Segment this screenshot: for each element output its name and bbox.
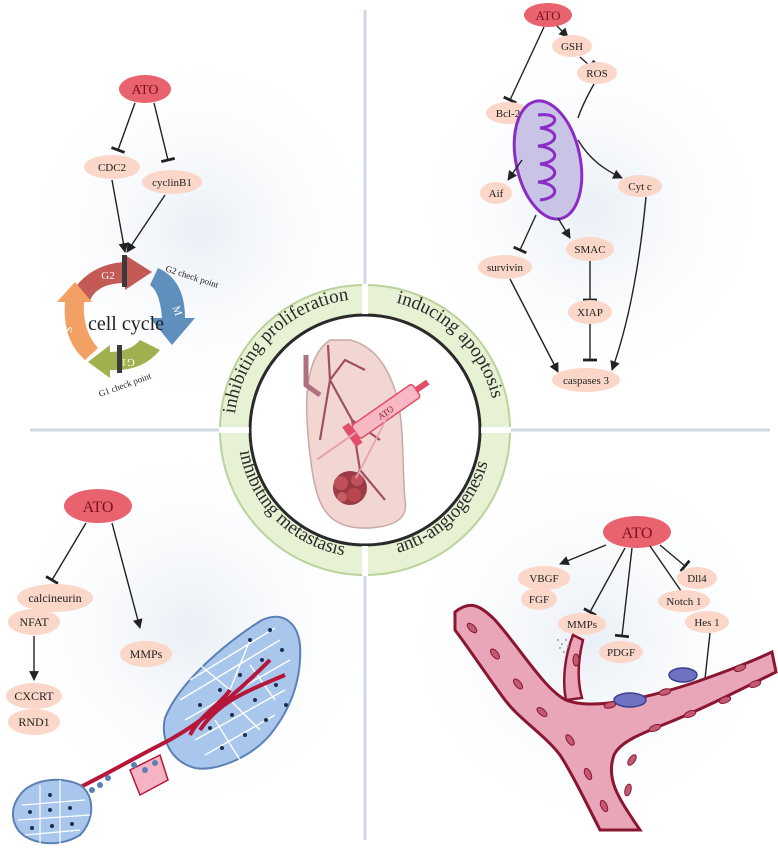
cell-cycle-label: cell cycle: [88, 313, 164, 335]
cxcrt-label: CXCRT: [14, 689, 54, 703]
survivin-node: [478, 255, 532, 279]
rnd1-node: [8, 709, 60, 735]
metastasis-panel: ATO calcineurin NFAT MMPs CXCRT RND1: [6, 489, 302, 845]
syringe: ATO: [316, 379, 430, 461]
survivin-label: survivin: [487, 262, 524, 274]
hes1-label: Hes 1: [694, 617, 719, 629]
dll4-label: Dll4: [687, 573, 707, 585]
vegf-node: [518, 566, 570, 590]
proliferation-panel: ATO CDC2 cyclinB1 G2 M G1 S cell cycle G…: [57, 75, 220, 399]
ato-node-metastasis: [64, 489, 132, 523]
hes1-node: [685, 611, 729, 633]
ros-node: [577, 62, 617, 84]
fgf-label: FGF: [529, 594, 549, 606]
nfat-label: NFAT: [19, 615, 49, 629]
xiap-node: [568, 300, 612, 324]
tumor-tissue-illustration: [12, 615, 302, 845]
caspases-node: [552, 368, 620, 392]
rnd1-label: RND1: [18, 715, 49, 729]
cxcrt-node: [6, 683, 62, 709]
cdc2-node: [84, 155, 140, 179]
xiap-label: XIAP: [577, 307, 603, 319]
cytc-label: Cyt c: [628, 181, 652, 193]
notch1-label: Notch 1: [666, 596, 701, 608]
ato-label-angiogenesis: ATO: [622, 525, 653, 542]
fgf-node: [521, 588, 557, 610]
smac-node: [566, 237, 614, 261]
aif-node: [480, 182, 512, 204]
smac-label: SMAC: [574, 244, 605, 256]
pdgf-node: [599, 641, 643, 663]
mmps-label-angiogenesis: MMPs: [567, 619, 597, 631]
vegf-label: VBGF: [529, 573, 558, 585]
ato-label-apoptosis: ATO: [535, 8, 560, 23]
mmps-node-angiogenesis: [558, 613, 606, 635]
notch1-node: [658, 590, 710, 612]
caspases-label: caspases 3: [563, 375, 610, 387]
cytc-node: [618, 175, 662, 197]
lung-illustration: ATO: [303, 339, 430, 529]
phase-g2: G2: [101, 270, 114, 282]
ros-label: ROS: [586, 68, 607, 80]
gsh-node: [552, 35, 592, 57]
pdgf-label: PDGF: [607, 647, 635, 659]
mmps-label-metastasis: MMPs: [130, 647, 163, 661]
ato-node-angiogenesis: [603, 516, 671, 548]
blood-vessel-illustration: [453, 603, 778, 832]
apoptosis-panel: ATO GSH ROS Bcl-2 Aif Cyt c survivin SMA…: [478, 3, 662, 392]
ato-label-proliferation: ATO: [132, 83, 159, 98]
calcineurin-node: [17, 584, 93, 612]
mmps-node-metastasis: [120, 641, 172, 667]
aif-label: Aif: [489, 188, 504, 200]
cell-cycle-wheel: G2 M G1 S cell cycle G2 check point G1 c…: [57, 255, 220, 399]
gsh-label: GSH: [561, 41, 583, 53]
tip-cells: [613, 667, 698, 708]
cyclinb1-node: [142, 170, 202, 194]
cdc2-label: CDC2: [98, 162, 126, 174]
phase-g1: G1: [121, 356, 134, 368]
phase-s: S: [63, 325, 76, 333]
ato-node-apoptosis: [524, 3, 572, 27]
bcl2-label: Bcl-2: [496, 108, 520, 120]
dll4-node: [677, 567, 717, 589]
cyclinb1-label: cyclinB1: [152, 177, 192, 189]
tumor-mass: [333, 471, 367, 505]
nfat-node: [8, 609, 60, 635]
ato-node-proliferation: [119, 75, 171, 103]
ato-label-metastasis: ATO: [83, 499, 114, 516]
angiogenesis-panel: ATO VBGF FGF MMPs PDGF Dll4 Notch 1 Hes …: [453, 516, 778, 832]
calcineurin-label: calcineurin: [28, 591, 81, 605]
phase-m: M: [170, 304, 185, 318]
